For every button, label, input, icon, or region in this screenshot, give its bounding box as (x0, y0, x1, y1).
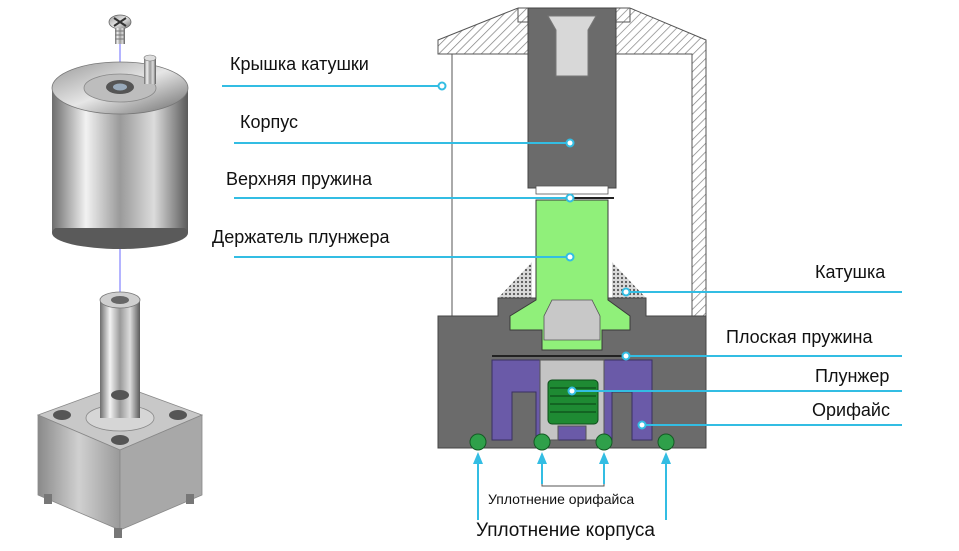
label-orifice-seal: Уплотнение орифайса (488, 491, 635, 507)
label-plunger: Плунжер (815, 366, 890, 386)
cross-section (437, 7, 707, 451)
leader-lines (222, 81, 902, 520)
coil-cover-3d (51, 54, 189, 249)
label-flat-spring: Плоская пружина (726, 327, 873, 347)
plunger-spring (547, 379, 599, 425)
body-seal-left (469, 433, 487, 451)
label-plunger-holder: Держатель плунжера (212, 227, 390, 247)
orifice-seal-right (595, 433, 613, 451)
top-screw (108, 14, 132, 44)
label-coil: Катушка (815, 262, 886, 282)
valve-base-block-3d (36, 380, 204, 538)
coil-winding-right (612, 262, 646, 298)
orifice-seal-left (533, 433, 551, 451)
label-upper-spring: Верхняя пружина (226, 169, 373, 189)
label-body: Корпус (240, 112, 299, 132)
plunger-holder (509, 199, 631, 351)
coil-winding-left (498, 262, 532, 298)
label-orifice: Орифайс (812, 400, 890, 420)
core-screw (547, 15, 597, 77)
body-seal-right (657, 433, 675, 451)
label-body-seal: Уплотнение корпуса (476, 520, 655, 541)
label-coil-cover: Крышка катушки (230, 54, 369, 74)
exploded-3d-view (36, 14, 204, 538)
